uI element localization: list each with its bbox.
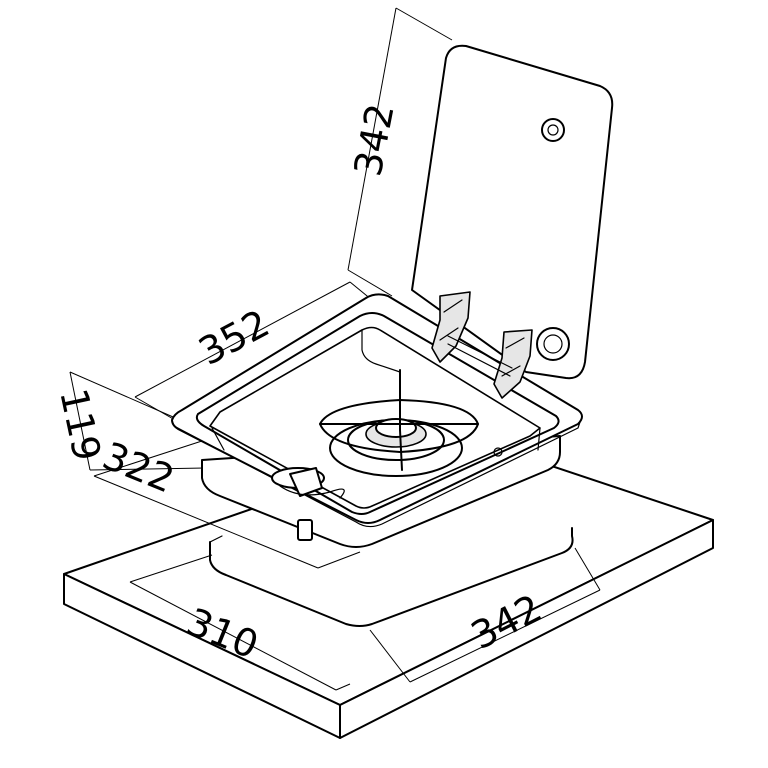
dim-lid-height: 342 — [346, 100, 403, 180]
dim-hob-height: 119 — [51, 385, 109, 465]
dimension-lines — [69, 7, 601, 691]
dim-hob-depth: 322 — [97, 434, 181, 502]
countertop — [63, 435, 714, 739]
control-knob — [271, 467, 345, 541]
hinge-left — [431, 291, 471, 363]
cutout-outline — [209, 527, 574, 627]
hob-lid — [411, 44, 614, 399]
